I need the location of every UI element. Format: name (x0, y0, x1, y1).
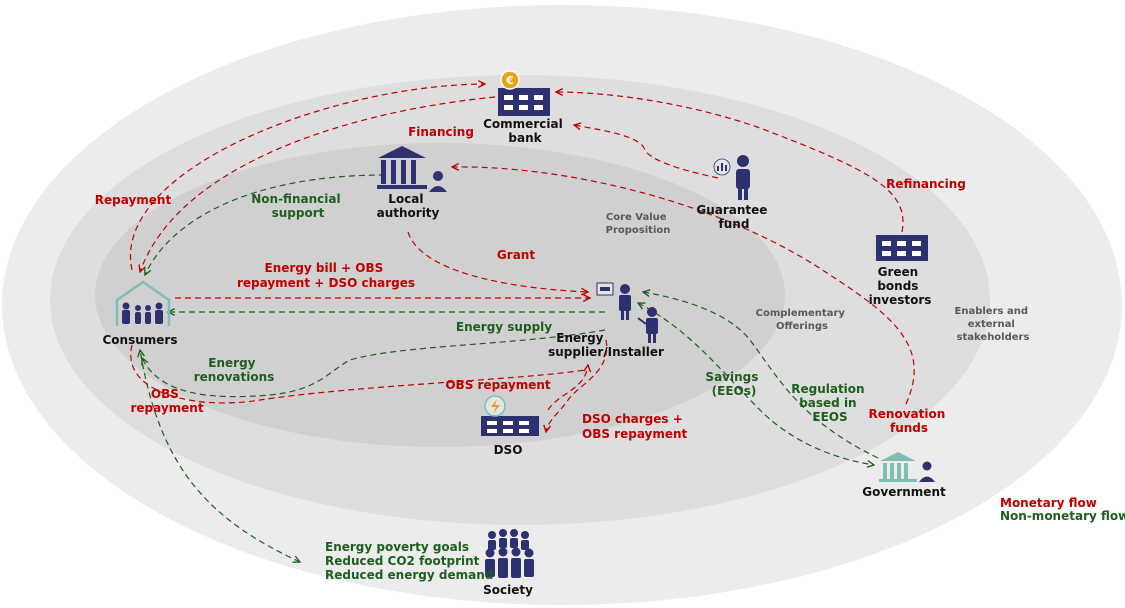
flow-label-obs-repayment-dso: OBS repayment (445, 378, 551, 392)
flow-label-energy-supply: Energy supply (456, 320, 552, 334)
actor-guarantee-fund: Guarantee fund (696, 203, 771, 231)
actor-government: Government (862, 485, 946, 499)
arrow-savings (638, 303, 874, 465)
arrow-renovation-to-localauth (452, 167, 915, 405)
flow-label-renovation-funds: Renovation funds (869, 407, 950, 435)
bank-building-euro-icon: € (498, 70, 550, 116)
flow-label-refinancing: Refinancing (886, 177, 966, 191)
flow-label-financing: Financing (408, 125, 474, 139)
actor-consumers: Consumers (103, 333, 178, 347)
arrow-non-financial-support (145, 174, 386, 275)
flow-label-regulation: Regulation based in EEOS (791, 382, 869, 424)
building-icon (876, 235, 928, 261)
arrow-society-to-consumers (140, 350, 300, 562)
actor-dso: DSO (494, 443, 523, 457)
arrow-supplier-to-dso (546, 339, 608, 432)
zone-label-core: Core Value Proposition (606, 212, 671, 236)
actor-green-bonds: Green bonds investors (869, 265, 932, 307)
government-building-person-icon (377, 146, 447, 192)
arrow-guarantee-to-bank (574, 125, 719, 179)
flow-label-repayment: Repayment (95, 193, 172, 207)
actor-society: Society (483, 583, 533, 597)
crowd-icon (485, 529, 534, 578)
power-building-icon (481, 395, 539, 436)
arrow-bank-to-consumers (140, 96, 496, 272)
flow-label-energy-bill: Energy bill + OBS repayment + DSO charge… (237, 261, 415, 290)
arrow-regulation (643, 292, 879, 459)
arrow-grant (407, 231, 588, 292)
government-building-person-icon (879, 452, 935, 482)
zone-label-enablers: Enablers and external stakeholders (955, 306, 1032, 343)
flow-label-savings: Savings (EEOs) (705, 370, 762, 398)
legend: Monetary flow Non-monetary flow (1000, 496, 1125, 523)
installer-workers-icon (596, 282, 658, 343)
arrow-dso-to-supplier (547, 365, 588, 411)
flow-label-non-financial-support: Non-financial support (251, 192, 345, 220)
svg-text:€: € (505, 74, 514, 87)
flow-label-grant: Grant (497, 248, 535, 262)
family-house-icon (115, 280, 171, 326)
flow-label-energy-renovations: Energy renovations (194, 356, 275, 384)
legend-monetary: Monetary flow (1000, 496, 1097, 510)
flow-label-dso-charges: DSO charges + OBS repayment (582, 412, 688, 441)
actor-local-authority: Local authority (377, 192, 440, 220)
actor-commercial-bank: Commercial bank (483, 117, 567, 145)
flow-label-society-goals: Energy poverty goals Reduced CO2 footpri… (325, 540, 493, 582)
flow-label-obs-repayment-consumer: OBS repayment (130, 387, 203, 415)
legend-non-monetary: Non-monetary flow (1000, 509, 1125, 523)
arrow-consumers-to-bank (129, 84, 485, 271)
businessman-icon (713, 155, 750, 200)
actor-energy-supplier: Energy supplier/Installer (548, 331, 664, 359)
